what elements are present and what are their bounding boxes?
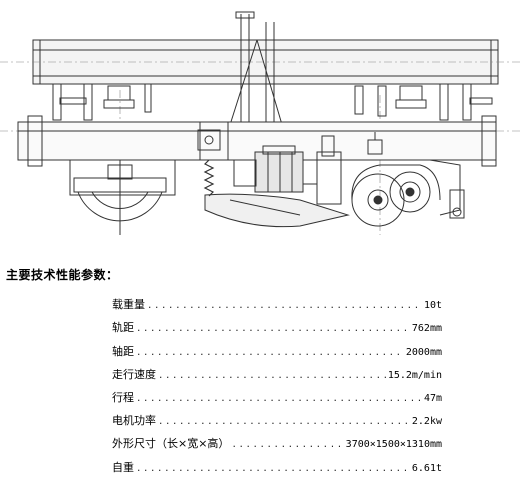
left-wheel [73, 160, 167, 235]
leader-dots: ........................................… [158, 371, 386, 381]
spec-label: 轴距 [112, 345, 134, 358]
spec-label: 轨距 [112, 321, 134, 334]
spec-row-weight: 自重 .....................................… [112, 459, 442, 475]
spec-row-load: 载重量 ....................................… [112, 296, 442, 312]
spec-row-speed: 走行速度 ...................................… [112, 366, 442, 382]
spec-row-power: 电机功率 ...................................… [112, 412, 442, 428]
leader-dots: ........................................… [136, 464, 410, 474]
spec-value: 762mm [411, 323, 442, 334]
gearbox [204, 135, 350, 228]
left-jack-screws [52, 83, 152, 121]
spec-row-dimensions: 外形尺寸（长×宽×高） ............................… [112, 435, 442, 451]
spring [203, 159, 215, 197]
spec-value: 47m [423, 393, 442, 404]
right-wheels [351, 164, 441, 227]
spec-value: 2.2kw [411, 416, 442, 427]
spec-value: 15.2m/min [387, 370, 442, 381]
rail-car-drawing [0, 11, 520, 235]
center-mast [228, 11, 284, 129]
spec-label: 行程 [112, 391, 134, 404]
spec-row-wheelbase: 轴距 .....................................… [112, 343, 442, 359]
spec-value: 2000mm [405, 347, 442, 358]
leader-dots: ........................................… [158, 417, 410, 427]
leader-dots: ........................................… [136, 348, 404, 358]
spec-row-gauge: 轨距 .....................................… [112, 319, 442, 335]
leader-dots: ........................................… [147, 301, 422, 311]
spec-label: 走行速度 [112, 368, 156, 381]
spec-value: 6.61t [411, 463, 442, 474]
spec-value: 3700×1500×1310mm [345, 439, 442, 450]
spec-row-stroke: 行程 .....................................… [112, 389, 442, 405]
leader-dots: ........................................… [136, 324, 410, 334]
right-jack-screws [354, 83, 493, 121]
spec-value: 10t [423, 300, 442, 311]
spec-label: 载重量 [112, 298, 145, 311]
spec-heading: 主要技术性能参数： [6, 268, 119, 282]
spec-label: 自重 [112, 461, 134, 474]
spec-label: 外形尺寸（长×宽×高） [112, 437, 230, 450]
leader-dots: ........................................… [136, 394, 422, 404]
spec-label: 电机功率 [112, 414, 156, 427]
leader-dots: ........................................… [231, 440, 344, 450]
